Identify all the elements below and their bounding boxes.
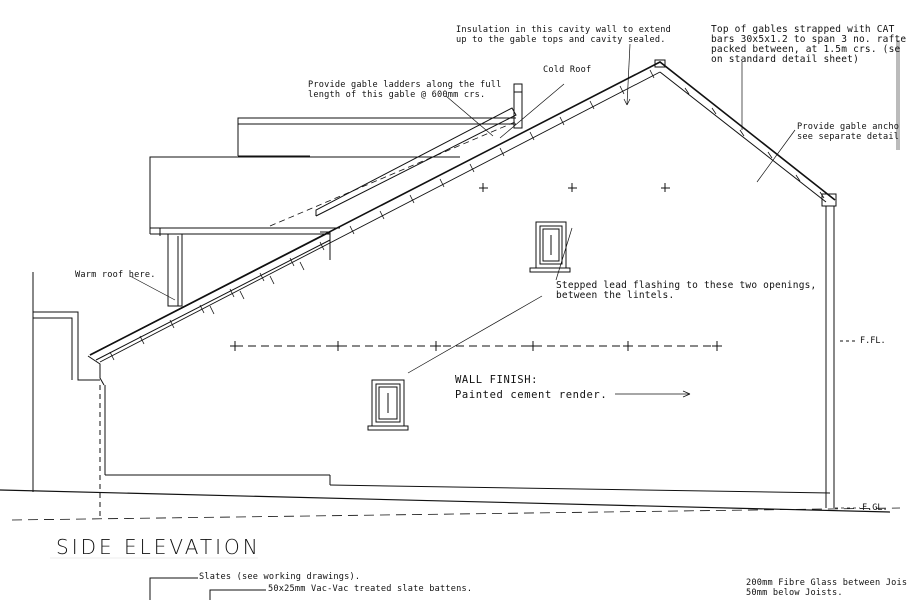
note-battens: 50x25mm Vac-Vac treated slate battens. bbox=[268, 584, 473, 594]
note-gable-strapping: Top of gables strapped with CAT bars 30x… bbox=[711, 24, 907, 65]
note-stepped-lead: Stepped lead flashing to these two openi… bbox=[556, 280, 817, 301]
eaves-fascia bbox=[87, 355, 105, 386]
rafter-ticks-main bbox=[109, 69, 825, 361]
note-warm-roof: Warm roof here. bbox=[75, 270, 156, 280]
note-slates: Slates (see working drawings). bbox=[199, 572, 361, 582]
note-cold-roof: Cold Roof bbox=[543, 65, 592, 75]
window-lower bbox=[367, 379, 409, 431]
note-fibre-glass: 200mm Fibre Glass between Jois 50mm belo… bbox=[746, 578, 907, 598]
plinth-line bbox=[329, 484, 831, 494]
drawing-title: SIDE ELEVATION bbox=[56, 535, 261, 559]
note-gable-ladders: Provide gable ladders along the full len… bbox=[308, 80, 502, 100]
window-upper bbox=[529, 221, 571, 273]
ground-line bbox=[0, 489, 891, 513]
leaders bbox=[129, 43, 860, 509]
scan-edge bbox=[896, 40, 900, 150]
dormer-roof bbox=[149, 156, 460, 234]
key-bracket-battens bbox=[209, 589, 266, 600]
rear-roof bbox=[237, 117, 516, 156]
ffl-crosses bbox=[230, 341, 722, 351]
level-ffl: F.FL. bbox=[860, 336, 886, 346]
level-fgl: F.GL. bbox=[862, 503, 888, 513]
vent-stack bbox=[513, 83, 523, 129]
note-insulation: Insulation in this cavity wall to extend… bbox=[456, 25, 671, 45]
note-wall-finish-body: Painted cement render. bbox=[455, 389, 608, 401]
note-wall-finish-title: WALL FINISH: bbox=[455, 374, 539, 386]
note-gable-anchor: Provide gable ancho see separate detail bbox=[797, 122, 900, 142]
key-bracket-slates bbox=[149, 577, 198, 600]
neighbour-block bbox=[33, 311, 100, 381]
gable-outline bbox=[89, 61, 836, 356]
datum-line bbox=[11, 507, 901, 521]
